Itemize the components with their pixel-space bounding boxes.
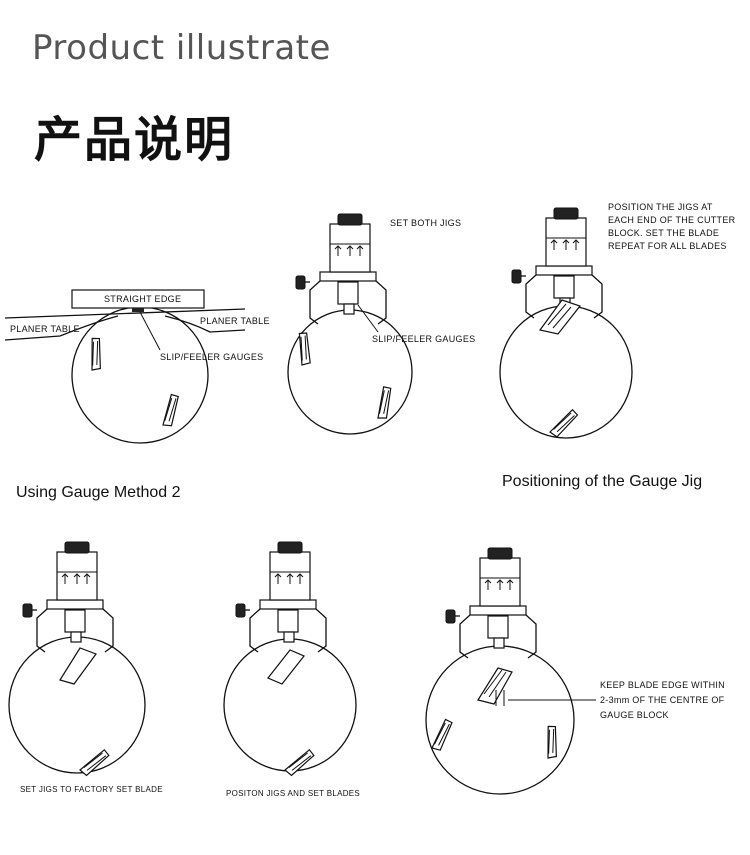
caption-positioning-gauge-jig: Positioning of the Gauge Jig bbox=[502, 473, 702, 490]
page-title-chinese: 产品说明 bbox=[34, 112, 235, 168]
figure-factory-set-blade bbox=[8, 541, 146, 777]
figure-keep-blade-edge bbox=[422, 547, 596, 795]
label-planer-table-right: PLANER TABLE bbox=[200, 316, 270, 326]
figure-straight-edge bbox=[4, 289, 246, 444]
figure-set-blades bbox=[223, 541, 357, 777]
note-keep-blade-edge-line-2: 2-3mm OF THE CENTRE OF bbox=[600, 695, 725, 705]
figure-set-both-jigs bbox=[285, 213, 413, 435]
figure-position-jigs bbox=[499, 207, 633, 439]
note-keep-blade-edge-line-1: KEEP BLADE EDGE WITHIN bbox=[600, 680, 725, 690]
note-position-jigs: POSITION THE JIGS AT EACH END OF THE CUT… bbox=[608, 202, 738, 251]
note-keep-blade-edge: KEEP BLADE EDGE WITHIN 2-3mm OF THE CENT… bbox=[600, 680, 728, 720]
note-position-jigs-line-3: BLOCK. SET THE BLADE bbox=[608, 228, 719, 238]
note-position-jigs-line-1: POSITION THE JIGS AT bbox=[608, 202, 713, 212]
note-position-jigs-line-4: REPEAT FOR ALL BLADES bbox=[608, 241, 727, 251]
label-feeler-gauges-2: SLIP/FEELER GAUGES bbox=[372, 334, 475, 344]
caption-using-gauge: Using Gauge Method 2 bbox=[16, 484, 181, 501]
label-set-both-jigs: SET BOTH JIGS bbox=[390, 218, 461, 228]
note-position-jigs-line-2: EACH END OF THE CUTTER bbox=[608, 215, 736, 225]
label-feeler-gauges-1: SLIP/FEELER GAUGES bbox=[160, 352, 263, 362]
label-straight-edge: STRAIGHT EDGE bbox=[104, 294, 181, 304]
caption-set-blades: POSITON JIGS AND SET BLADES bbox=[226, 789, 360, 798]
page-title-english: Product illustrate bbox=[32, 28, 331, 68]
label-planer-table-left: PLANER TABLE bbox=[10, 324, 80, 334]
caption-factory-set-blade: SET JIGS TO FACTORY SET BLADE bbox=[20, 785, 163, 794]
note-keep-blade-edge-line-3: GAUGE BLOCK bbox=[600, 710, 669, 720]
